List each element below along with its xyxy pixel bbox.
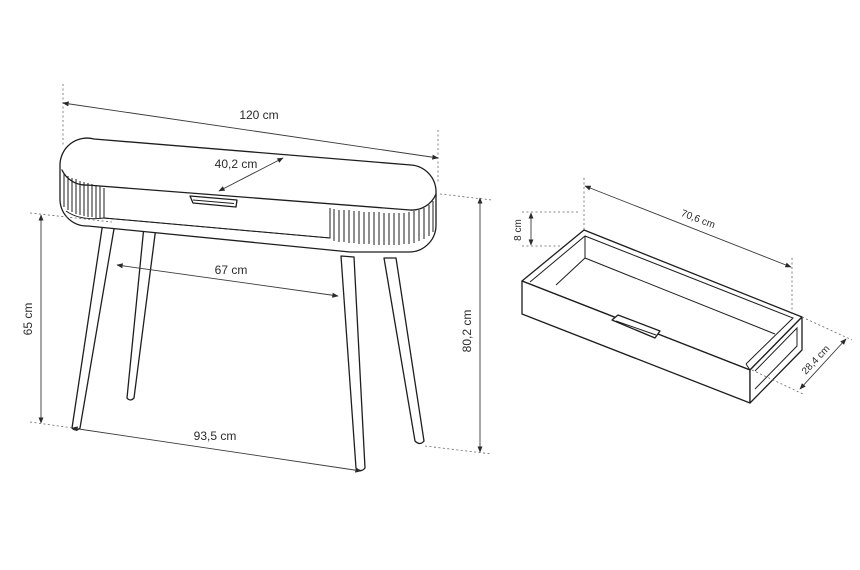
label-total-height: 80,2 cm bbox=[460, 310, 474, 353]
label-table-width: 120 cm bbox=[239, 108, 278, 122]
dim-leg-height: 65 cm bbox=[21, 212, 113, 430]
label-leg-span-depth: 67 cm bbox=[215, 263, 248, 277]
left-fluting bbox=[63, 173, 101, 218]
label-leg-height: 65 cm bbox=[21, 303, 35, 336]
table-legs bbox=[71, 221, 425, 472]
table-body bbox=[59, 137, 437, 253]
dim-leg-span-width: 93,5 cm bbox=[71, 426, 362, 473]
console-table: 120 cm 40,2 cm 67 cm 65 cm 93,5 cm bbox=[21, 84, 493, 473]
label-leg-span-width: 93,5 cm bbox=[194, 429, 237, 443]
label-drawer-height: 8 cm bbox=[513, 219, 524, 241]
dim-table-depth: 40,2 cm bbox=[215, 157, 284, 192]
label-drawer-width: 70,6 cm bbox=[679, 208, 716, 231]
dim-leg-span-depth: 67 cm bbox=[116, 263, 339, 298]
drawer: 70,6 cm 8 cm 28,4 cm bbox=[513, 178, 853, 404]
dim-total-height: 80,2 cm bbox=[424, 193, 493, 455]
dim-table-width: 120 cm bbox=[62, 84, 439, 184]
right-fluting bbox=[333, 201, 434, 245]
dim-drawer-height: 8 cm bbox=[513, 211, 580, 247]
label-table-depth: 40,2 cm bbox=[215, 157, 258, 171]
